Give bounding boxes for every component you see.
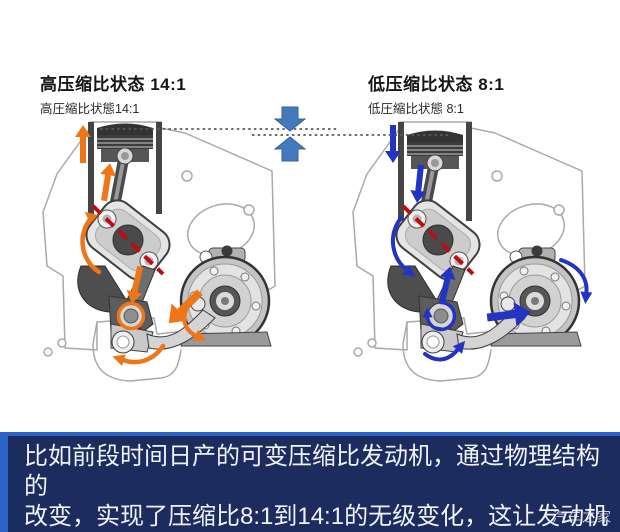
disc-edge-arrow [182,306,200,339]
bottom-swing-arrow [118,343,166,365]
multi-link-plate [85,199,171,281]
watermark-autohome: 汽车之家 [552,509,612,525]
left-panel-heading: 高压缩比状态 14:1 高圧縮比状態14:1 [40,70,186,117]
hub-highlight-ring [116,301,146,331]
left-panel-title: 高压缩比状态 14:1 [40,75,187,94]
disc-cw-arrow [559,258,589,297]
caption-top-accent [0,432,620,436]
cylinder-wall-left [398,122,404,221]
right-panel-heading: 低压缩比状态 8:1 低圧縮比状態 8:1 [368,70,504,117]
hub-rotation-arrow [425,300,457,332]
caption-line-1: 比如前段时间日产的可变压缩比发动机，通过物理结构的 [24,443,600,500]
caption-panel: 比如前段时间日产的可变压缩比发动机，通过物理结构的 改变，实现了压缩比8:1到1… [0,432,620,532]
caption-background [0,432,620,532]
link-axis-red-dash [91,204,165,276]
bottom-swing-arrow [423,346,461,362]
caption-text: 比如前段时间日产的可变压缩比发动机，通过物理结构的 改变，实现了压缩比8:1到1… [24,442,610,532]
cylinder-wall-right [156,122,162,214]
multi-link-plate [395,199,481,281]
right-panel-title: 低压缩比状态 8:1 [368,75,505,94]
eye-link [110,323,154,354]
cylinder-wall-right [466,122,472,221]
link-axis-red-dash [401,204,475,276]
left-panel-subtitle: 高圧縮比状態14:1 [40,102,140,116]
eye-link [420,323,464,354]
engine-diagram-high-compression [42,121,276,382]
engine-diagram-low-compression [352,121,593,382]
right-panel-subtitle: 低圧縮比状態 8:1 [368,102,464,116]
plate-ccw-arrow [80,215,102,275]
disc-cw-arrowhead [579,291,593,305]
caption-line-2: 改变，实现了压缩比8:1到14:1的无级变化，这让发动机在 [24,503,609,530]
caption-left-accent [0,436,8,532]
cylinder-wall-left [88,122,94,214]
plate-cw-arrow [390,216,410,273]
